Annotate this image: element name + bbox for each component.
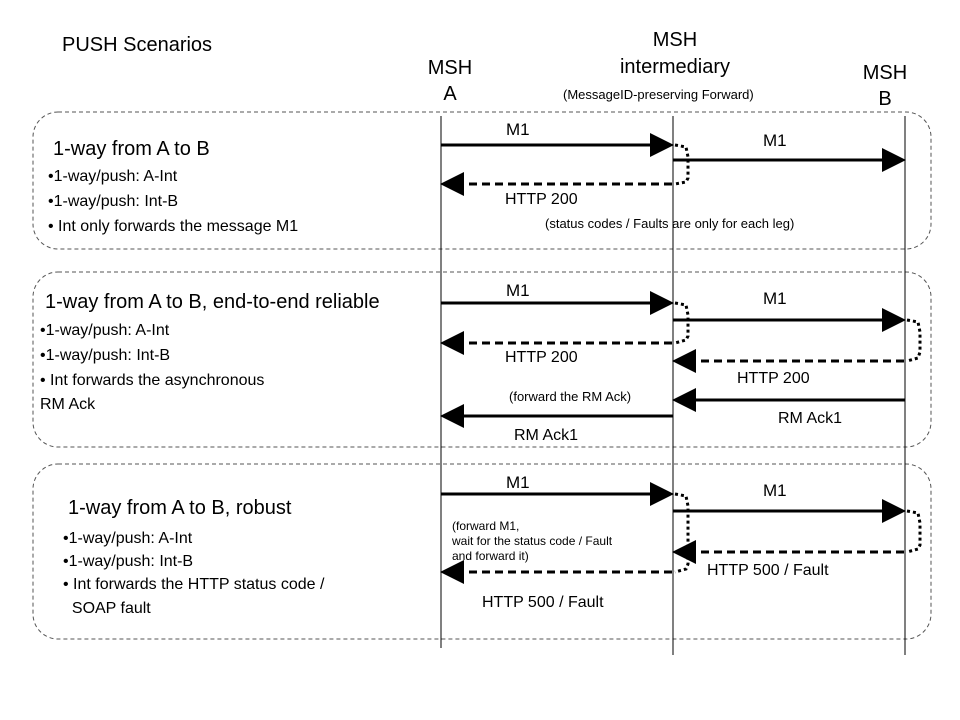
s3-m1-right-label: M1 — [763, 481, 787, 500]
s3-fault-left-label: HTTP 500 / Fault — [482, 594, 604, 611]
s2-rmack-right-label: RM Ack1 — [778, 410, 843, 427]
actor-b-label: MSH B — [862, 62, 908, 110]
s1-m1-left-label: M1 — [506, 120, 530, 139]
s3-b-bracket — [906, 509, 922, 554]
actor-a-label: MSH A — [427, 57, 473, 105]
s2-forward-bracket — [674, 301, 690, 345]
scenario-1-frame — [32, 111, 932, 250]
s2-rmack-left-label: RM Ack1 — [514, 427, 579, 444]
s2-note: (forward the RM Ack) — [509, 389, 632, 404]
actor-intermediary-note: (MessageID-preserving Forward) — [563, 87, 754, 102]
s2-http200-right-label: HTTP 200 — [737, 370, 810, 387]
s1-http200-label: HTTP 200 — [505, 191, 578, 208]
s1-m1-right-label: M1 — [763, 131, 787, 150]
s1-note: (status codes / Faults are only for each… — [545, 216, 795, 231]
scenario-1-bullets: •1-way/push: A-Int •1-way/push: Int-B • … — [48, 168, 299, 235]
s2-m1-right-label: M1 — [763, 289, 787, 308]
scenario-2-heading: 1-way from A to B, end-to-end reliable — [45, 291, 380, 313]
scenario-3-frame — [32, 463, 932, 640]
diagram-title: PUSH Scenarios — [62, 34, 213, 56]
scenario-1-heading: 1-way from A to B — [53, 138, 210, 160]
s2-b-bracket — [906, 318, 922, 363]
s1-forward-bracket — [674, 143, 690, 186]
s2-http200-left-label: HTTP 200 — [505, 349, 578, 366]
s2-m1-left-label: M1 — [506, 281, 530, 300]
s3-note: (forward M1, wait for the status code / … — [452, 519, 613, 563]
scenario-2-bullets: •1-way/push: A-Int •1-way/push: Int-B • … — [40, 322, 265, 414]
scenario-3-bullets: •1-way/push: A-Int •1-way/push: Int-B • … — [63, 530, 325, 617]
s3-forward-bracket — [674, 492, 690, 574]
s3-m1-left-label: M1 — [506, 473, 530, 492]
scenario-3-heading: 1-way from A to B, robust — [68, 497, 292, 519]
scenario-2-frame — [32, 271, 932, 448]
actor-intermediary-label: MSH intermediary — [619, 29, 731, 78]
s3-fault-right-label: HTTP 500 / Fault — [707, 562, 829, 579]
